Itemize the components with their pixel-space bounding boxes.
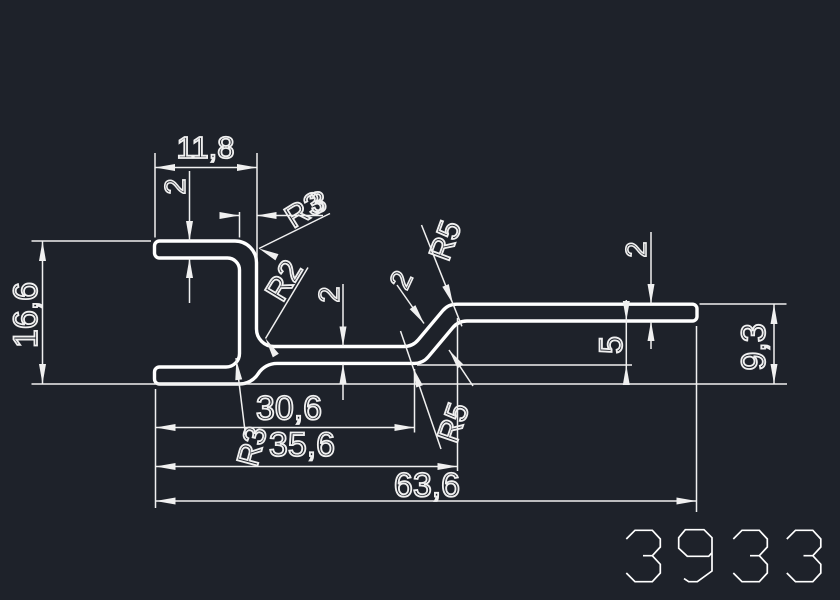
- svg-text:16,6: 16,6: [7, 282, 45, 348]
- svg-text:11,8: 11,8: [176, 130, 234, 165]
- svg-text:2: 2: [160, 178, 192, 194]
- svg-text:9,3: 9,3: [735, 323, 773, 370]
- svg-text:63,6: 63,6: [394, 467, 460, 505]
- svg-text:5: 5: [593, 336, 629, 354]
- svg-text:2: 2: [314, 286, 346, 302]
- svg-text:35,6: 35,6: [269, 426, 335, 464]
- svg-text:2: 2: [621, 241, 653, 257]
- svg-text:30,6: 30,6: [256, 390, 322, 428]
